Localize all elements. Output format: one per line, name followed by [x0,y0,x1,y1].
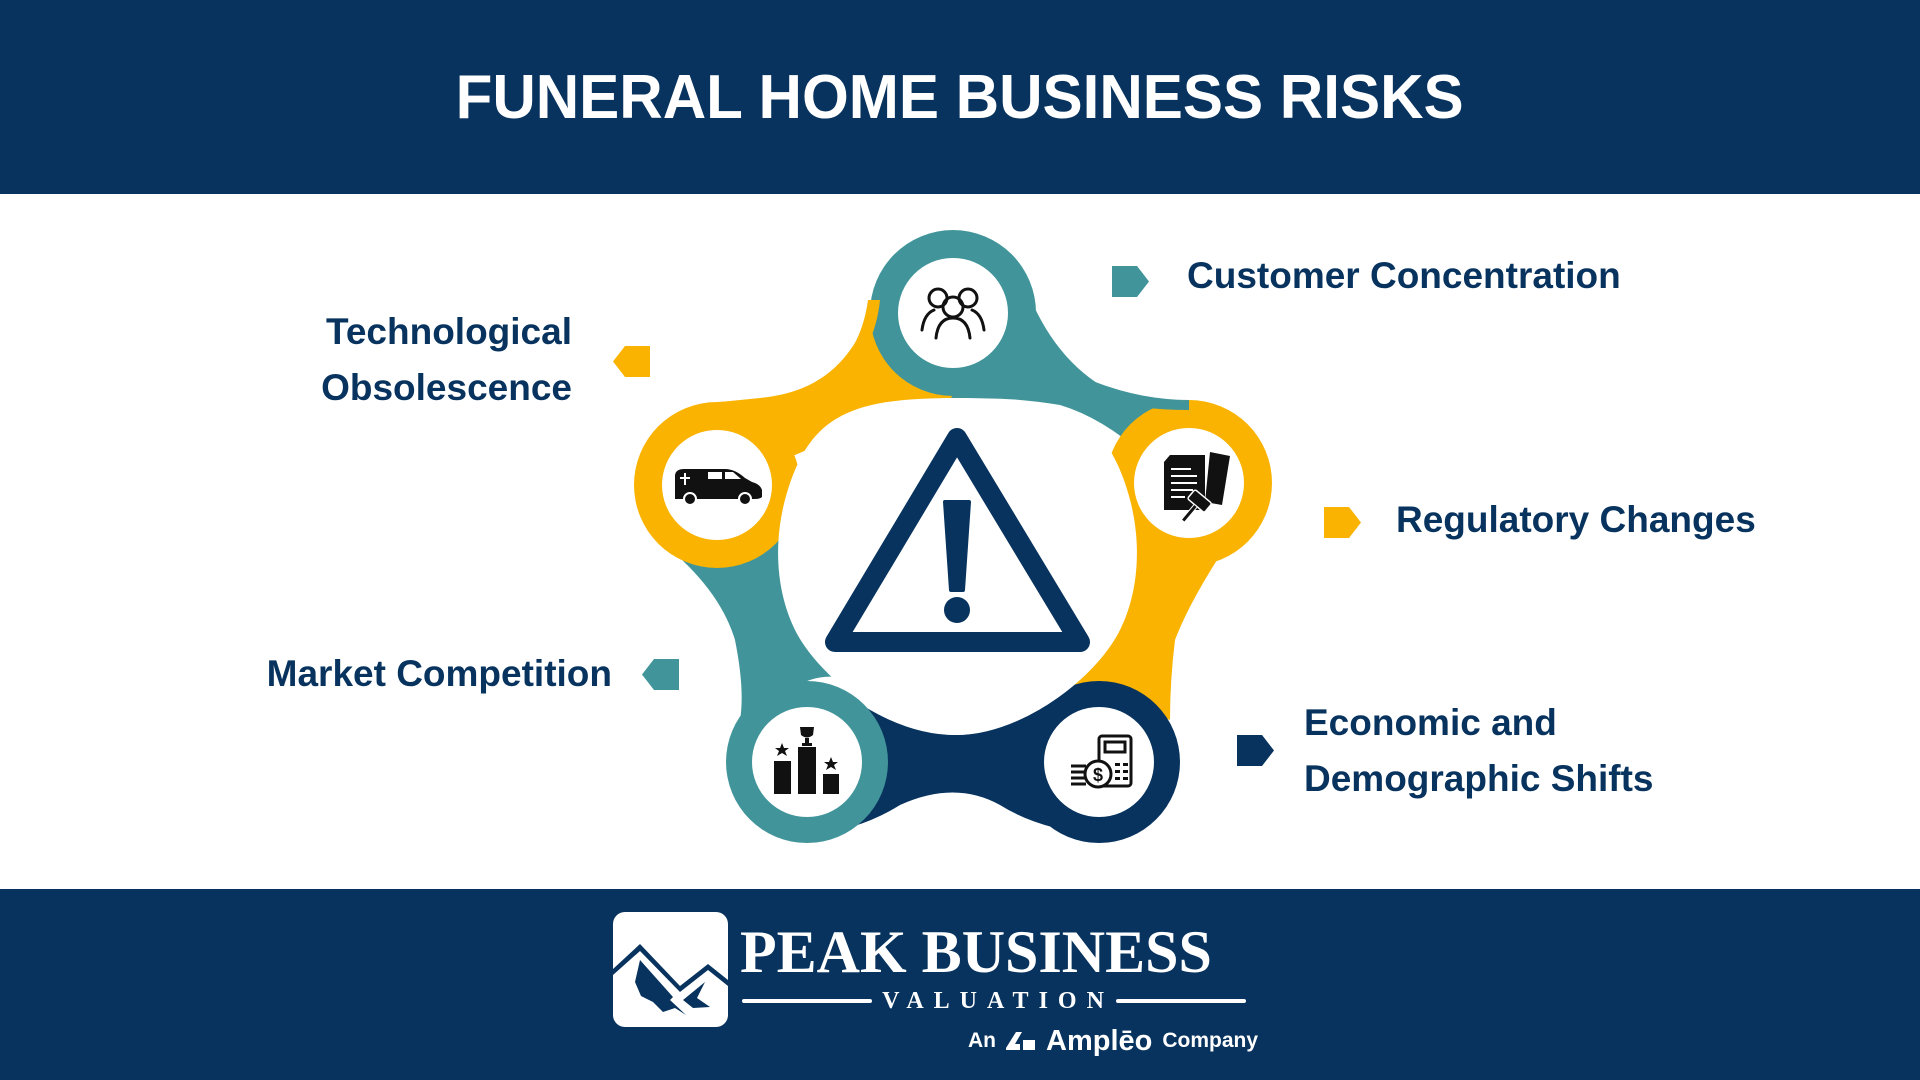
marker-technological-obsolescence [613,346,650,377]
label-customer-concentration: Customer Concentration [1187,248,1621,304]
brand-subtitle: VALUATION [742,986,1246,1016]
risk-title-line2: Demographic Shifts [1304,758,1654,799]
marker-regulatory-changes [1324,507,1361,538]
risk-title: Regulatory Changes [1396,499,1756,540]
tagline-company: Amplēo [1046,1024,1153,1057]
ampleo-logo-icon [1006,1032,1035,1050]
label-market-competition: Market Competition [180,646,612,702]
brand-subtitle-text: VALUATION [882,988,1114,1014]
page-title: FUNERAL HOME BUSINESS RISKS [455,62,1465,132]
risk-title: Customer Concentration [1187,255,1621,296]
brand-name: PEAK BUSINESS [740,919,1212,985]
risk-title-line1: Economic and [1304,702,1557,743]
risk-title-line2: Obsolescence [321,367,572,408]
label-economic-shifts: Economic and Demographic Shifts [1304,695,1654,807]
tagline-suffix: Company [1162,1029,1259,1052]
risk-title: Market Competition [266,653,612,694]
parent-company-tagline: An Amplēo Company [968,1025,1258,1057]
divider-left [742,999,873,1003]
marker-market-competition [642,659,679,690]
label-regulatory-changes: Regulatory Changes [1396,492,1756,548]
footer-banner [0,889,1920,1080]
company-logo-mark [613,912,728,1027]
mountain-icon [613,944,728,1015]
marker-customer-concentration [1112,266,1149,297]
marker-economic-shifts [1237,735,1274,766]
divider-right [1115,999,1246,1003]
label-technological-obsolescence: Technological Obsolescence [200,304,572,416]
risk-title-line1: Technological [325,311,572,352]
header-banner: FUNERAL HOME BUSINESS RISKS [0,0,1920,194]
tagline-prefix: An [968,1029,996,1052]
